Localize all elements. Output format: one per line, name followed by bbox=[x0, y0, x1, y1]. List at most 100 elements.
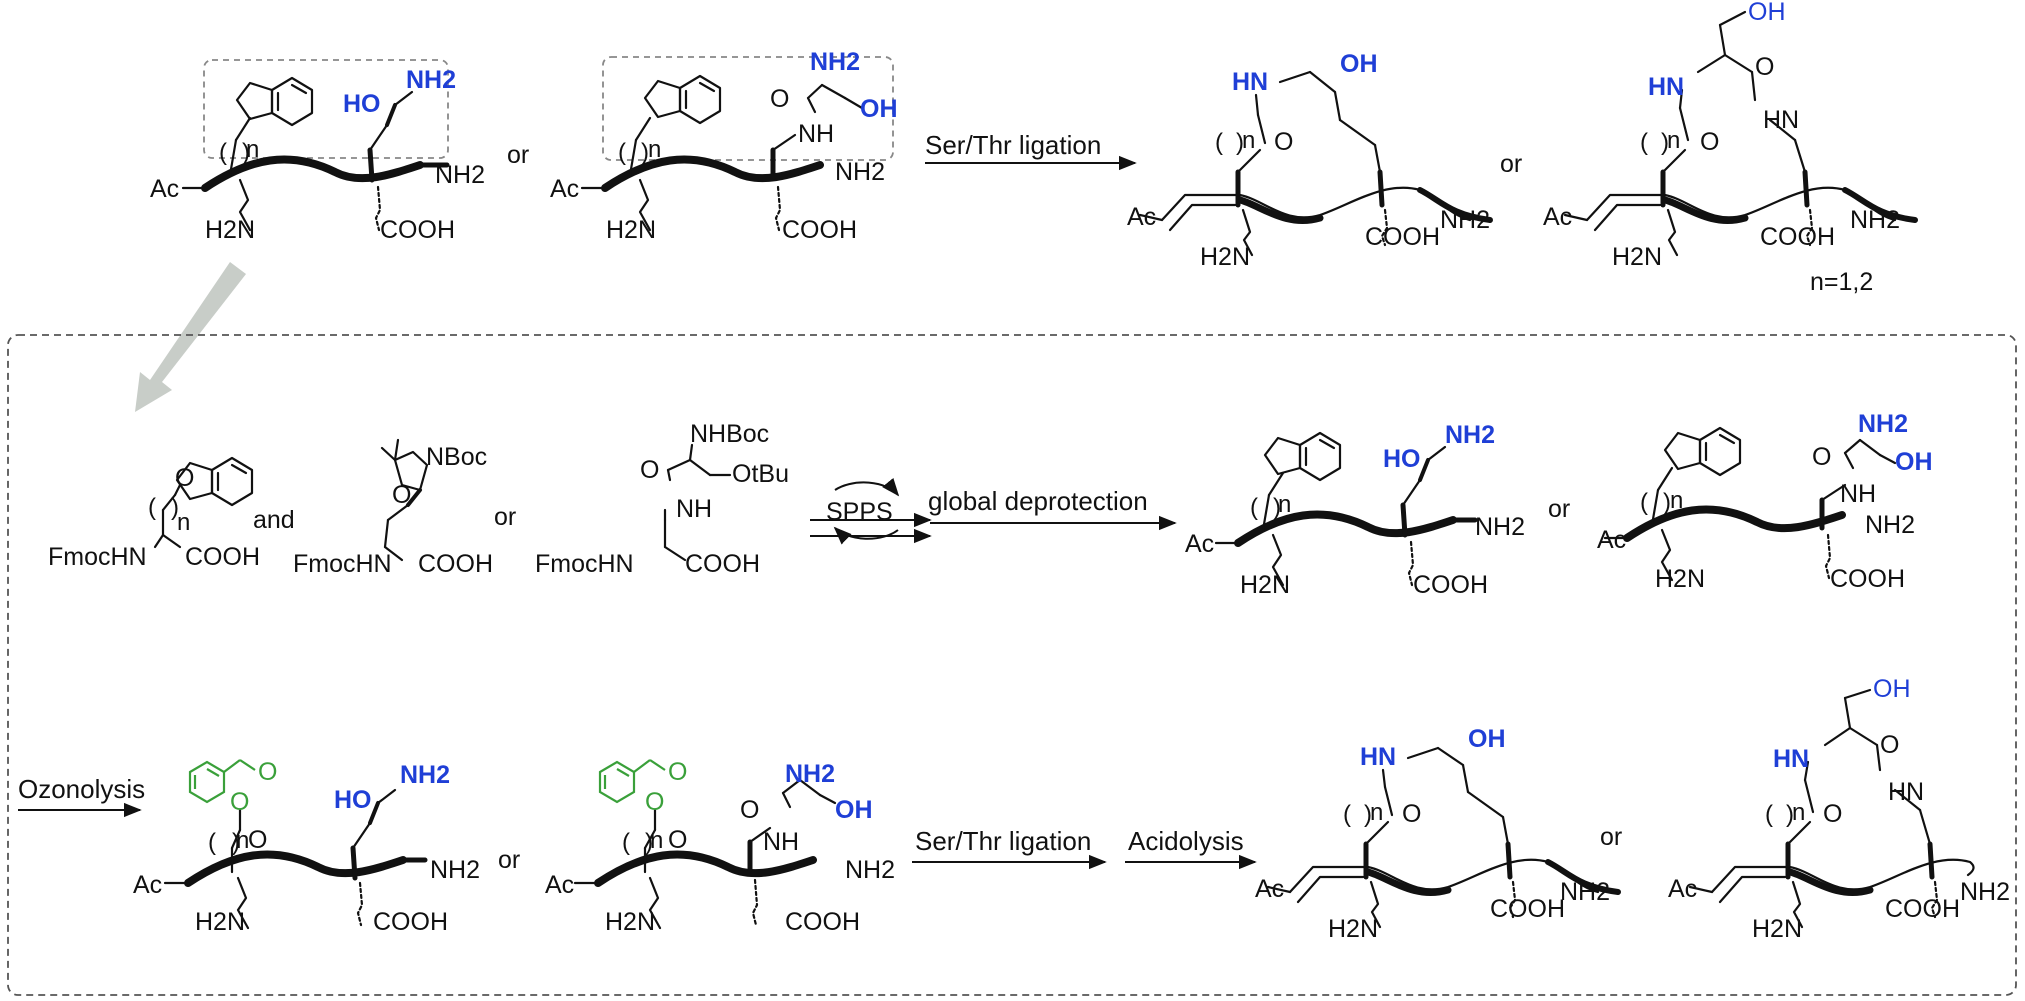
asp-acid: COOH bbox=[782, 216, 857, 244]
lys-amine: H2N bbox=[1200, 243, 1250, 271]
lys-amine: H2N bbox=[606, 216, 656, 244]
amine-label: NH2 bbox=[1445, 421, 1495, 449]
aldehyde-o: O bbox=[668, 758, 687, 786]
c-term-amine: NH2 bbox=[1865, 511, 1915, 539]
carbonyl-o: O bbox=[1700, 128, 1719, 156]
furan-o: O bbox=[175, 464, 194, 492]
acetyl-label: Ac bbox=[1185, 530, 1214, 558]
asp-acid: COOH bbox=[373, 908, 448, 936]
acetyl-label: Ac bbox=[150, 175, 179, 203]
asp-acid: COOH bbox=[1885, 895, 1960, 923]
amide-hn: HN bbox=[1763, 106, 1799, 134]
acid-label: COOH bbox=[418, 550, 493, 578]
asp-acid: COOH bbox=[1365, 223, 1440, 251]
peptide-benzofuran-amino-alcohol: () n bbox=[181, 76, 450, 232]
carbonyl-o: O bbox=[1755, 53, 1774, 81]
n-label: n bbox=[1370, 799, 1383, 826]
acid-label: COOH bbox=[185, 543, 260, 571]
c-term-amine: NH2 bbox=[430, 856, 480, 884]
deprotected-peptide-serine bbox=[1603, 426, 1897, 582]
ester-o: O bbox=[645, 788, 664, 816]
deprotected-peptide-amino-alcohol bbox=[1214, 431, 1478, 587]
hydroxyl-label: OH bbox=[1468, 725, 1506, 753]
ser-amine: NH2 bbox=[785, 760, 835, 788]
c-term-amine: NH2 bbox=[835, 158, 885, 186]
fmoc-oxazolidine-amino-acid bbox=[380, 438, 429, 562]
ester-o: O bbox=[230, 788, 249, 816]
n-label: n bbox=[236, 827, 249, 854]
asp-acid: COOH bbox=[1490, 895, 1565, 923]
nboc-label: NBoc bbox=[426, 443, 487, 471]
amide-hn: HN bbox=[1360, 743, 1396, 771]
n-label: n bbox=[177, 509, 190, 536]
ozonolysis-label: Ozonolysis bbox=[18, 774, 145, 804]
lys-amine: H2N bbox=[1240, 571, 1290, 599]
n-label: n bbox=[1667, 127, 1680, 154]
n-label: n bbox=[1242, 127, 1255, 154]
hydroxyl-label: HO bbox=[334, 786, 372, 814]
n-value-label: n=1,2 bbox=[1810, 268, 1873, 296]
lys-amine: H2N bbox=[1752, 915, 1802, 943]
carbonyl-o: O bbox=[248, 826, 267, 854]
carbonyl-o: O bbox=[640, 456, 659, 484]
fmochn-label: FmocHN bbox=[48, 543, 147, 571]
hydroxyl-label: OH bbox=[1340, 50, 1378, 78]
n-label: n bbox=[1278, 491, 1291, 518]
lys-amine: H2N bbox=[1612, 243, 1662, 271]
asp-acid: COOH bbox=[1413, 571, 1488, 599]
svg-text:): ) bbox=[645, 829, 653, 856]
peptide-benzofuran-serine: () n bbox=[580, 74, 864, 232]
or-label: or bbox=[1548, 495, 1570, 523]
svg-text:): ) bbox=[242, 139, 250, 166]
asp-acid: COOH bbox=[380, 216, 455, 244]
svg-text:(: ( bbox=[622, 829, 630, 856]
amide-nh: NH bbox=[1840, 480, 1876, 508]
svg-text:(: ( bbox=[1250, 494, 1258, 521]
ser-hydroxyl: OH bbox=[835, 796, 873, 824]
aldehyde-ester-peptide-amino-alcohol bbox=[163, 759, 428, 930]
highlight-box-1 bbox=[203, 59, 449, 159]
svg-text:(: ( bbox=[1640, 489, 1648, 516]
lys-amine: H2N bbox=[605, 908, 655, 936]
or-label: or bbox=[494, 503, 516, 531]
acetyl-label: Ac bbox=[1597, 526, 1626, 554]
synthesis-box bbox=[7, 334, 2017, 996]
fmochn-label: FmocHN bbox=[293, 550, 392, 578]
n-label: n bbox=[650, 827, 663, 854]
c-term-amine: NH2 bbox=[1560, 878, 1610, 906]
c-term-amine: NH2 bbox=[1850, 206, 1900, 234]
fmoc-benzofuranyl-amino-acid bbox=[153, 456, 254, 549]
c-term-amine: NH2 bbox=[1440, 206, 1490, 234]
macrocycle-serine-product bbox=[1563, 10, 1918, 257]
amide-hn: HN bbox=[1773, 745, 1809, 773]
amide-hn: HN bbox=[1232, 68, 1268, 96]
c-term-amine: NH2 bbox=[1960, 878, 2010, 906]
acidolysis-label: Acidolysis bbox=[1128, 826, 1244, 856]
ser-hydroxyl: OH bbox=[1873, 675, 1911, 703]
lys-amine: H2N bbox=[1655, 565, 1705, 593]
acetyl-label: Ac bbox=[545, 871, 574, 899]
oxazolidine-o: O bbox=[392, 481, 411, 509]
svg-text:): ) bbox=[1786, 801, 1794, 828]
spps-label: SPPS bbox=[826, 498, 893, 526]
acetyl-label: Ac bbox=[1127, 203, 1156, 231]
acid-label: COOH bbox=[685, 550, 760, 578]
macrocycle-amino-alcohol-product bbox=[1138, 70, 1493, 257]
or-label: or bbox=[1600, 823, 1622, 851]
gray-arrow bbox=[135, 262, 246, 412]
lys-amine: H2N bbox=[1328, 915, 1378, 943]
highlight-box-2 bbox=[602, 56, 894, 161]
amide-nh: NH bbox=[763, 828, 799, 856]
asp-acid: COOH bbox=[785, 908, 860, 936]
fmoc-ser-dipeptide-building-block bbox=[663, 443, 732, 562]
ser-thr-ligation-label: Ser/Thr ligation bbox=[915, 826, 1091, 856]
amine-label: NH2 bbox=[400, 761, 450, 789]
spps-cycle bbox=[810, 477, 932, 545]
aldehyde-ester-peptide-serine bbox=[573, 759, 837, 930]
ser-hydroxyl: OH bbox=[1748, 0, 1786, 26]
svg-text:): ) bbox=[1663, 489, 1671, 516]
svg-text:): ) bbox=[1273, 494, 1281, 521]
amide-hn: HN bbox=[1648, 73, 1684, 101]
hydroxyl-label: HO bbox=[1383, 445, 1421, 473]
